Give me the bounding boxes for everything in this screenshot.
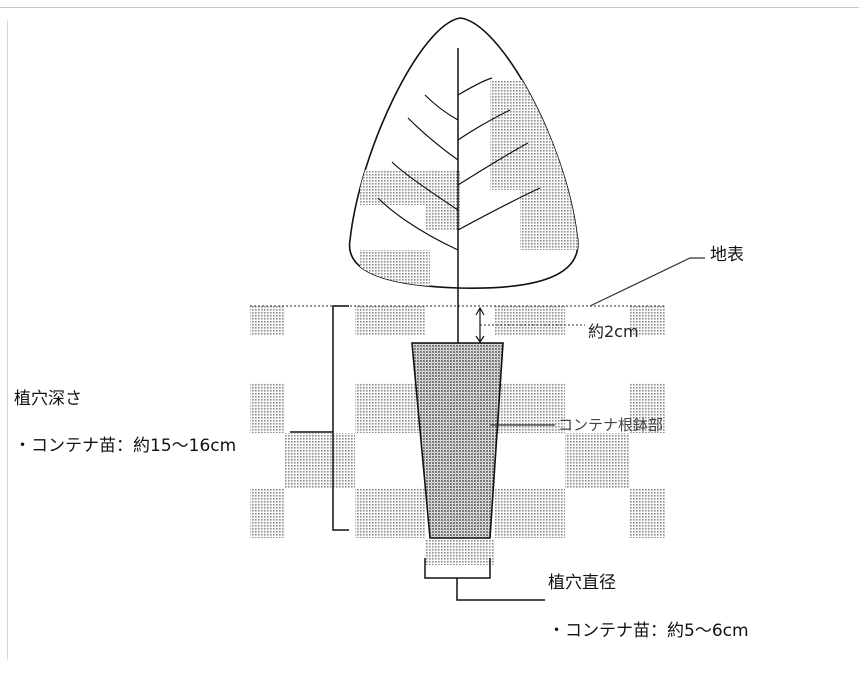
- tree-canopy: [348, 17, 579, 345]
- hole-depth-value: ・コンテナ苗：約15～16cm: [14, 436, 237, 456]
- hole-diameter-value: ・コンテナ苗：約5～6cm: [548, 621, 749, 641]
- ground-leader: [589, 257, 705, 307]
- left-border: [7, 20, 8, 660]
- top-border: [0, 7, 859, 8]
- root-ball-label: コンテナ根鉢部: [558, 416, 664, 434]
- hole-diameter-bracket: [424, 558, 545, 601]
- hole-depth-bracket: [290, 305, 349, 531]
- depth-gap-marker: [475, 306, 585, 344]
- hole-diameter-title: 植穴直径: [548, 573, 616, 593]
- ground-surface-label: 地表: [710, 245, 744, 265]
- hole-depth-title: 植穴深さ: [14, 389, 82, 409]
- root-ball: [411, 342, 504, 539]
- depth-gap-label: 約2cm: [588, 322, 639, 341]
